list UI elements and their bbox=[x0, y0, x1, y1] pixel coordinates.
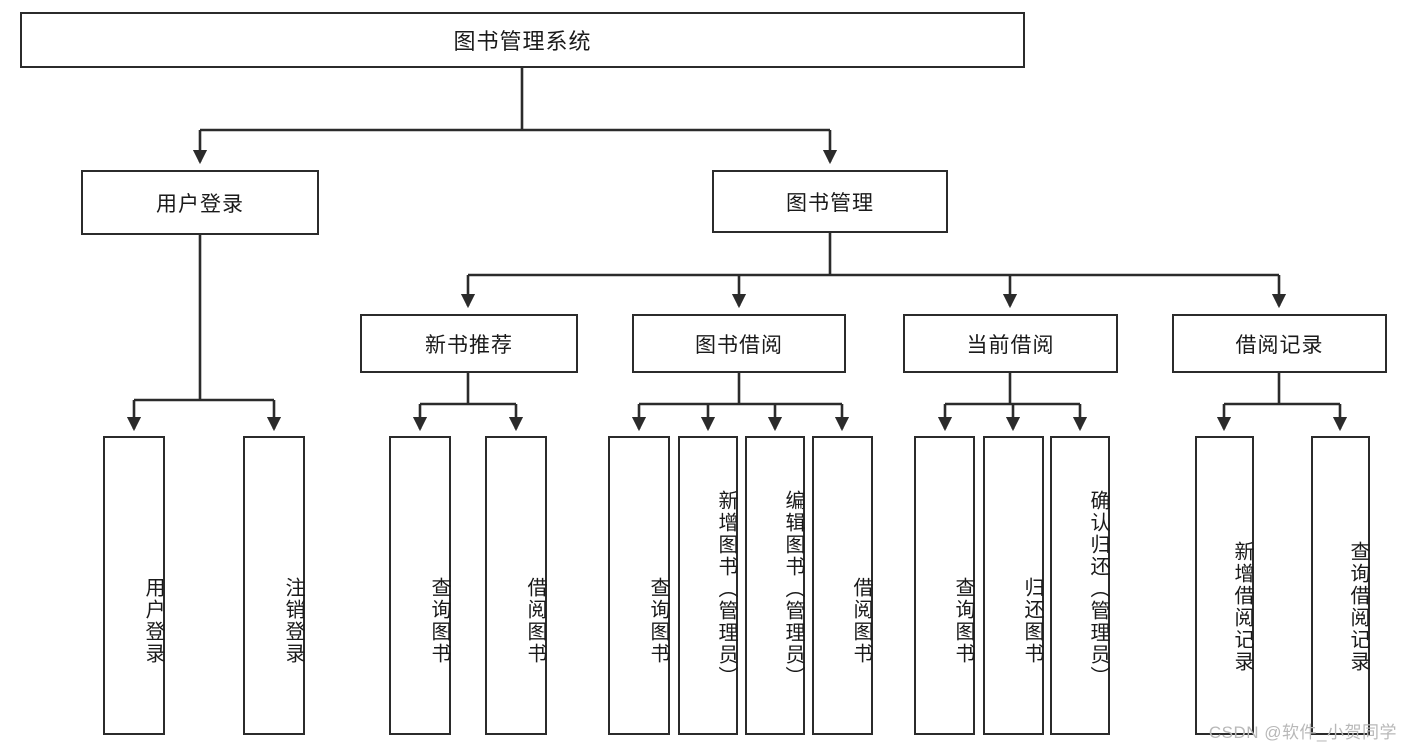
node-label: 新增借阅记录 bbox=[1231, 540, 1253, 673]
node-leaf-add-book-admin[interactable]: 新增图书（管理员） bbox=[678, 436, 738, 735]
node-label: 借阅记录 bbox=[1235, 333, 1324, 357]
node-leaf-query-book-borrow[interactable]: 查询图书 bbox=[608, 436, 670, 735]
node-leaf-add-borrow-record[interactable]: 新增借阅记录 bbox=[1195, 436, 1254, 735]
node-label: 当前借阅 bbox=[966, 333, 1055, 357]
watermark-text: CSDN @软件_小贺同学 bbox=[1208, 723, 1397, 742]
node-book-management[interactable]: 图书管理 bbox=[712, 170, 948, 233]
node-label: 图书管理 bbox=[786, 191, 874, 215]
node-leaf-confirm-return-admin[interactable]: 确认归还（管理员） bbox=[1050, 436, 1110, 735]
node-label: 查询图书 bbox=[428, 576, 450, 665]
node-label: 用户登录 bbox=[142, 576, 164, 665]
node-user-login[interactable]: 用户登录 bbox=[81, 170, 319, 235]
node-leaf-borrow-book[interactable]: 借阅图书 bbox=[812, 436, 873, 735]
node-label: 注销登录 bbox=[282, 576, 304, 665]
node-book-borrow[interactable]: 图书借阅 bbox=[632, 314, 846, 373]
node-leaf-return-book[interactable]: 归还图书 bbox=[983, 436, 1044, 735]
node-label: 新书推荐 bbox=[425, 333, 513, 357]
node-label: 借阅图书 bbox=[524, 576, 546, 665]
node-label: 借阅图书 bbox=[850, 576, 872, 665]
node-label: 用户登录 bbox=[156, 192, 244, 216]
node-label: 图书管理系统 bbox=[453, 29, 592, 54]
node-leaf-query-borrow-record[interactable]: 查询借阅记录 bbox=[1311, 436, 1370, 735]
node-borrow-record[interactable]: 借阅记录 bbox=[1172, 314, 1387, 373]
node-label: 编辑图书（管理员） bbox=[782, 489, 804, 688]
node-leaf-query-book-recommend[interactable]: 查询图书 bbox=[389, 436, 451, 735]
node-label: 归还图书 bbox=[1021, 576, 1043, 665]
node-label: 查询图书 bbox=[952, 576, 974, 665]
node-label: 查询图书 bbox=[647, 576, 669, 665]
node-leaf-query-book-current[interactable]: 查询图书 bbox=[914, 436, 975, 735]
node-label: 确认归还（管理员） bbox=[1087, 489, 1109, 688]
node-label: 查询借阅记录 bbox=[1347, 540, 1369, 673]
node-leaf-edit-book-admin[interactable]: 编辑图书（管理员） bbox=[745, 436, 805, 735]
node-root-system[interactable]: 图书管理系统 bbox=[20, 12, 1025, 68]
node-leaf-logout-login[interactable]: 注销登录 bbox=[243, 436, 305, 735]
node-new-book-recommend[interactable]: 新书推荐 bbox=[360, 314, 578, 373]
node-label: 图书借阅 bbox=[695, 333, 783, 357]
node-current-borrow[interactable]: 当前借阅 bbox=[903, 314, 1118, 373]
node-leaf-user-login[interactable]: 用户登录 bbox=[103, 436, 165, 735]
node-label: 新增图书（管理员） bbox=[715, 489, 737, 688]
node-leaf-borrow-book-recommend[interactable]: 借阅图书 bbox=[485, 436, 547, 735]
